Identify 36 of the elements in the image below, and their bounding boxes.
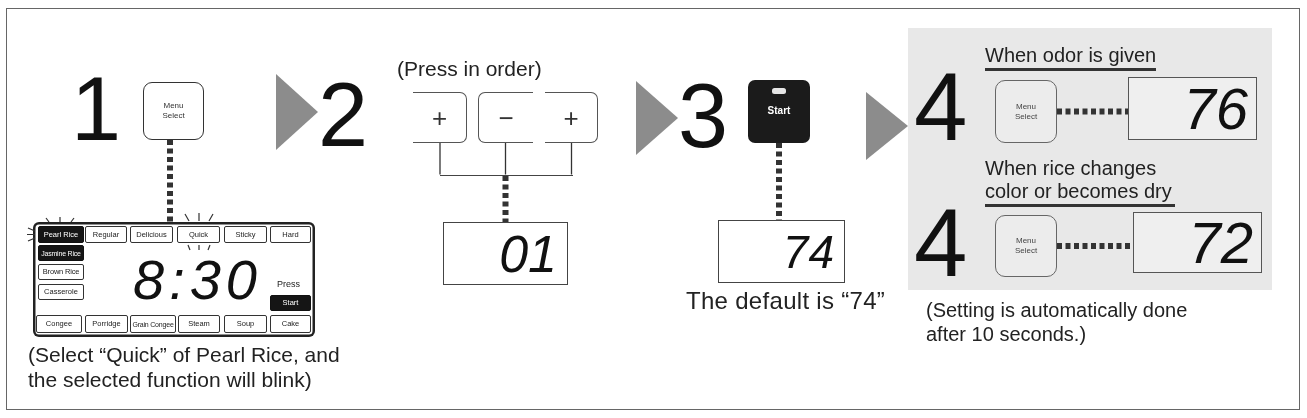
step-note: (Setting is automatically done after 10 seconds.) xyxy=(926,298,1189,346)
step-note: The default is “74” xyxy=(686,288,886,315)
control-panel xyxy=(33,222,315,337)
minus-button: − xyxy=(478,92,533,143)
start-button: Start xyxy=(748,80,810,143)
plus-button: + xyxy=(545,92,598,143)
connector-line xyxy=(570,142,573,176)
instruction-note: (Press in order) xyxy=(397,58,542,79)
lcd-display: 74 xyxy=(718,220,845,283)
condition-heading: When rice changes color or becomes dry xyxy=(985,157,1175,207)
connector-line xyxy=(439,142,441,176)
dotted-connector xyxy=(1057,108,1128,115)
lcd-display: 76 xyxy=(1128,77,1257,140)
lcd-display: 01 xyxy=(443,222,568,285)
connector-line xyxy=(504,142,507,176)
menu-select-button: Menu Select xyxy=(143,82,204,140)
plus-button: + xyxy=(413,92,467,143)
step-number: 2 xyxy=(318,79,370,151)
chevron-arrow xyxy=(636,81,678,155)
step-number: 4 xyxy=(914,205,968,282)
dotted-connector xyxy=(1057,243,1133,249)
condition-heading: When odor is given xyxy=(985,44,1157,71)
lcd-display: 72 xyxy=(1133,212,1262,273)
dotted-connector xyxy=(502,176,509,222)
chevron-arrow xyxy=(276,74,318,150)
press-label: Press xyxy=(277,280,300,289)
step-number: 3 xyxy=(678,80,730,152)
step-number: 1 xyxy=(71,73,122,145)
time-readout: 8:30 xyxy=(133,258,262,303)
menu-select-button: Menu Select xyxy=(995,80,1057,143)
chevron-arrow xyxy=(866,92,908,160)
highlight-panel xyxy=(908,28,1272,290)
dotted-connector xyxy=(167,140,173,222)
step-note: (Select “Quick” of Pearl Rice, and the selected function will blink) xyxy=(28,342,341,393)
step-number: 4 xyxy=(914,69,968,146)
menu-select-button: Menu Select xyxy=(995,215,1057,277)
